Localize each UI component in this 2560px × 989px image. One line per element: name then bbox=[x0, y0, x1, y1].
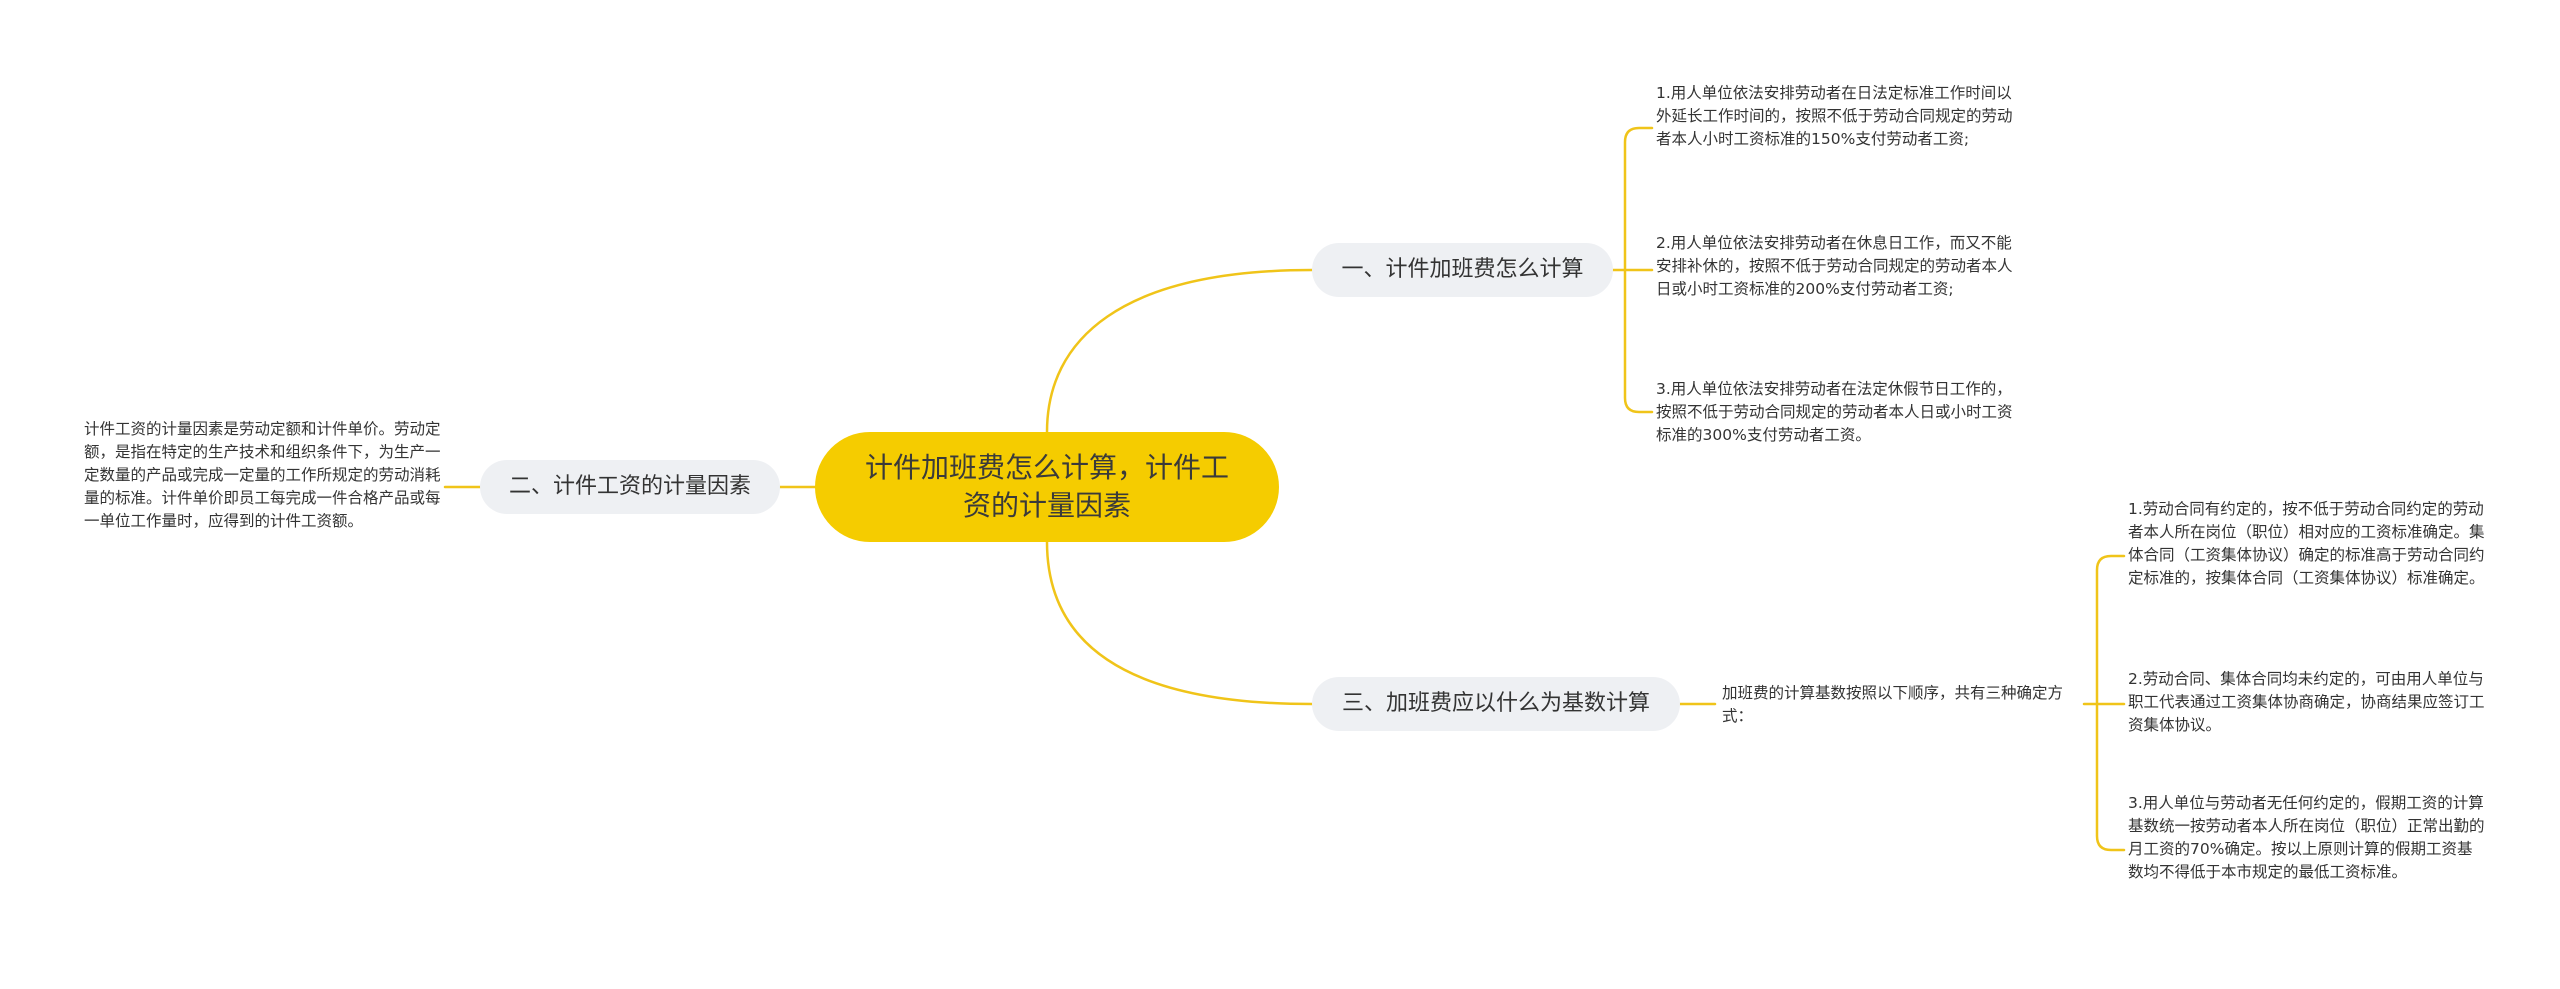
link-int-leaf3 bbox=[2095, 702, 2126, 852]
leaf-b3-1[interactable]: 1.劳动合同有约定的，按不低于劳动合同约定的劳动者本人所在岗位（职位）相对应的工… bbox=[2128, 498, 2486, 590]
branch-overtime-base[interactable]: 三、加班费应以什么为基数计算 bbox=[1312, 677, 1680, 731]
intermediate-b3[interactable]: 加班费的计算基数按照以下顺序，共有三种确定方式： bbox=[1722, 682, 2084, 728]
leaf-text: 3.用人单位与劳动者无任何约定的，假期工资的计算基数统一按劳动者本人所在岗位（职… bbox=[2128, 794, 2485, 881]
link-center-b3 bbox=[1045, 540, 1314, 706]
leaf-b1-3[interactable]: 3.用人单位依法安排劳动者在法定休假节日工作的，按照不低于劳动合同规定的劳动者本… bbox=[1656, 378, 2016, 447]
leaf-text: 2.用人单位依法安排劳动者在休息日工作，而又不能安排补休的，按照不低于劳动合同规… bbox=[1656, 234, 2013, 298]
leaf-text: 1.用人单位依法安排劳动者在日法定标准工作时间以外延长工作时间的，按照不低于劳动… bbox=[1656, 84, 2013, 148]
leaf-b1-1[interactable]: 1.用人单位依法安排劳动者在日法定标准工作时间以外延长工作时间的，按照不低于劳动… bbox=[1656, 82, 2016, 151]
branch-label: 一、计件加班费怎么计算 bbox=[1341, 257, 1584, 282]
link-b1-leaf1 bbox=[1623, 126, 1654, 272]
leaf-text: 计件工资的计量因素是劳动定额和计件单价。劳动定额，是指在特定的生产技术和组织条件… bbox=[84, 420, 441, 530]
leaf-b1-2[interactable]: 2.用人单位依法安排劳动者在休息日工作，而又不能安排补休的，按照不低于劳动合同规… bbox=[1656, 232, 2016, 301]
leaf-b3-3[interactable]: 3.用人单位与劳动者无任何约定的，假期工资的计算基数统一按劳动者本人所在岗位（职… bbox=[2128, 792, 2486, 884]
link-center-b1 bbox=[1045, 268, 1314, 434]
branch-overtime-calculation[interactable]: 一、计件加班费怎么计算 bbox=[1312, 243, 1613, 297]
branch-piece-rate-factors[interactable]: 二、计件工资的计量因素 bbox=[480, 460, 780, 514]
intermediate-text: 加班费的计算基数按照以下顺序，共有三种确定方式： bbox=[1722, 684, 2064, 725]
leaf-text: 3.用人单位依法安排劳动者在法定休假节日工作的，按照不低于劳动合同规定的劳动者本… bbox=[1656, 380, 2013, 444]
link-int-leaf1 bbox=[2095, 554, 2126, 706]
leaf-b2-1[interactable]: 计件工资的计量因素是劳动定额和计件单价。劳动定额，是指在特定的生产技术和组织条件… bbox=[84, 418, 442, 533]
branch-label: 二、计件工资的计量因素 bbox=[508, 474, 751, 499]
leaf-text: 2.劳动合同、集体合同均未约定的，可由用人单位与职工代表通过工资集体协商确定，协… bbox=[2128, 670, 2485, 734]
central-topic[interactable]: 计件加班费怎么计算，计件工资的计量因素 bbox=[815, 432, 1279, 542]
leaf-text: 1.劳动合同有约定的，按不低于劳动合同约定的劳动者本人所在岗位（职位）相对应的工… bbox=[2128, 500, 2485, 587]
central-topic-label: 计件加班费怎么计算，计件工资的计量因素 bbox=[865, 451, 1230, 522]
leaf-b3-2[interactable]: 2.劳动合同、集体合同均未约定的，可由用人单位与职工代表通过工资集体协商确定，协… bbox=[2128, 668, 2486, 737]
link-b1-leaf3 bbox=[1623, 268, 1654, 414]
branch-label: 三、加班费应以什么为基数计算 bbox=[1341, 691, 1650, 716]
